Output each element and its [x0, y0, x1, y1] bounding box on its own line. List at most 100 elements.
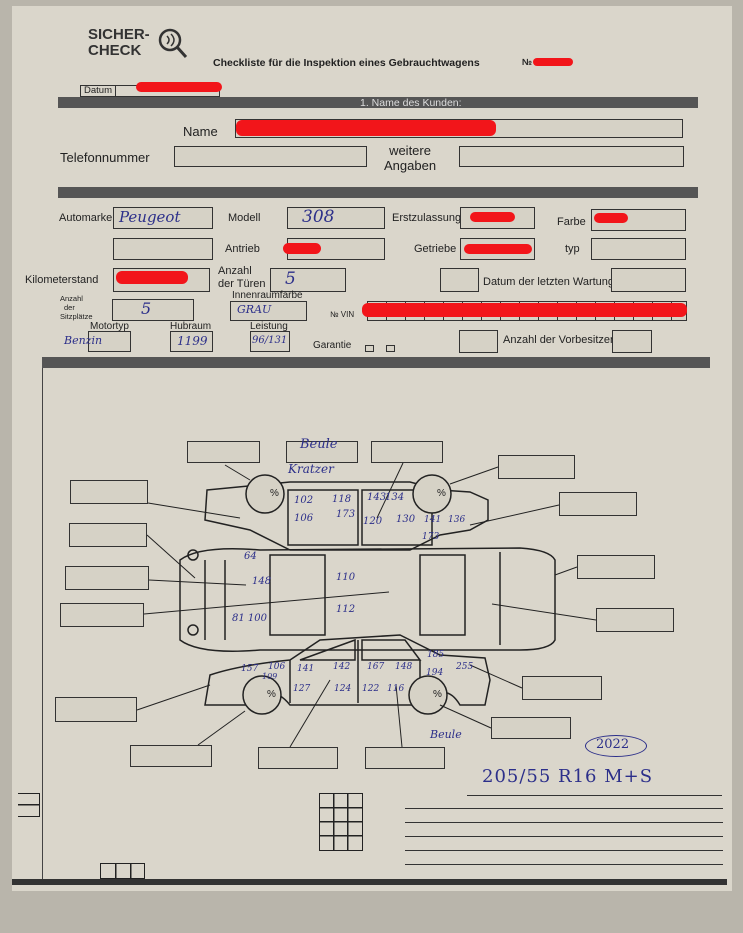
seats-field[interactable]: 5 [112, 299, 194, 321]
damage-note-box[interactable] [258, 747, 338, 769]
section-heading-customer: 1. Name des Kunden: [360, 97, 462, 109]
damage-note-box[interactable] [491, 717, 571, 739]
phone-field[interactable] [174, 146, 367, 167]
notes-line [405, 822, 723, 824]
handwritten-note: 255 [456, 662, 474, 672]
power-value: 96/131 [252, 335, 288, 346]
seats-label-line1: Anzahl [60, 294, 83, 303]
section-bar-diagram [42, 357, 710, 368]
phone-label: Telefonnummer [60, 150, 150, 165]
more-info-label: weitere Angaben [384, 143, 436, 173]
small-grid-bottom [100, 863, 145, 879]
last-service-field[interactable] [611, 268, 686, 292]
car-top-view-plan [179, 547, 556, 652]
tire-percent-rear-right: % [433, 689, 442, 700]
type-field[interactable] [591, 238, 686, 260]
make-value: Peugeot [119, 208, 181, 226]
doors-label-line2: der Türen [218, 278, 266, 290]
vin-label: № VIN [330, 310, 355, 319]
form-number-label: № [522, 57, 533, 67]
interior-color-value: GRAU [237, 303, 272, 316]
handwritten-note: 142 [333, 662, 351, 672]
handwritten-note: Kratzer [288, 462, 334, 476]
doors-label-line1: Anzahl [218, 265, 252, 277]
last-service-checkbox[interactable] [440, 268, 479, 292]
displacement-label: Hubraum [170, 321, 212, 332]
handwritten-note: 120 [363, 516, 383, 527]
more-info-field[interactable] [459, 146, 684, 167]
section-bar-vehicle [58, 187, 698, 198]
handwritten-note: 118 [332, 494, 352, 505]
logo-line-1: SICHER- [88, 26, 150, 43]
handwritten-note: 194 [426, 668, 444, 678]
car-side-view [204, 634, 491, 706]
damage-note-box[interactable] [60, 603, 144, 627]
damage-note-box[interactable] [371, 441, 443, 463]
warranty-checkbox-yes[interactable] [365, 345, 374, 352]
handwritten-note: 157 [241, 664, 259, 674]
redacted-name [236, 120, 496, 136]
notes-line [405, 864, 723, 866]
gearbox-label: Getriebe [414, 243, 457, 255]
damage-note-box[interactable] [559, 492, 637, 516]
damage-note-box[interactable] [70, 480, 148, 504]
damage-note-box[interactable] [286, 441, 358, 463]
engine-type-field[interactable]: Benzin [64, 331, 131, 352]
previous-owners-checkbox[interactable] [459, 330, 498, 353]
displacement-field[interactable]: 1199 [170, 331, 213, 352]
redacted-vin [362, 303, 687, 317]
notes-line [467, 795, 722, 797]
checkbox-grid[interactable] [319, 793, 363, 851]
leader-lines [136, 462, 597, 748]
damage-note-box[interactable] [498, 455, 575, 479]
tire-size: 205/55 R16 M+S [482, 766, 654, 787]
damage-note-box[interactable] [365, 747, 445, 769]
model-value: 308 [302, 207, 335, 227]
handwritten-note: 106 [294, 513, 314, 524]
doors-field[interactable]: 5 [270, 268, 346, 292]
color-label: Farbe [557, 216, 586, 228]
damage-note-box[interactable] [596, 608, 674, 632]
damage-note-box[interactable] [130, 745, 212, 767]
damage-note-box[interactable] [522, 676, 602, 700]
last-service-label: Datum der letzten Wartung [483, 276, 615, 288]
first-registration-label: Erstzulassung [392, 212, 462, 224]
handwritten-note: 148 [252, 576, 272, 587]
previous-owners-field[interactable] [612, 330, 652, 353]
logo-line-2: CHECK [88, 42, 142, 59]
interior-color-field[interactable]: GRAU [230, 301, 307, 321]
damage-note-box[interactable] [55, 697, 137, 722]
redacted-mileage [116, 271, 188, 284]
damage-note-box[interactable] [577, 555, 655, 579]
type-label: typ [565, 243, 580, 255]
redacted-gearbox [464, 244, 532, 254]
damage-note-box[interactable] [69, 523, 147, 547]
handwritten-note: 64 [244, 551, 257, 562]
handwritten-note: 141 [424, 515, 442, 525]
make-label: Automarke [59, 212, 113, 224]
blank-field[interactable] [113, 238, 213, 260]
damage-note-box[interactable] [187, 441, 260, 463]
seats-label-line3: Sitzplätze [60, 312, 93, 321]
handwritten-note: Beule [300, 437, 338, 452]
seats-label-line2: der [64, 303, 75, 312]
notes-line [405, 850, 723, 852]
model-field[interactable]: 308 [287, 207, 385, 229]
make-field[interactable]: Peugeot [113, 207, 213, 229]
power-field[interactable]: 96/131 [250, 331, 290, 352]
handwritten-note: 106 [268, 662, 286, 672]
redacted-drive [283, 243, 321, 254]
handwritten-note: 110 [336, 572, 356, 583]
damage-note-box[interactable] [65, 566, 149, 590]
tire-percent-front-right: % [437, 488, 446, 499]
sicher-check-logo: SICHER- CHECK [88, 27, 150, 59]
handwritten-note: 122 [362, 684, 380, 694]
car-top-view-front [204, 481, 489, 551]
handwritten-note: 109 [262, 672, 278, 681]
tire-year-circle [585, 735, 647, 757]
interior-color-label: Innenraumfarbe [232, 290, 303, 301]
warranty-checkbox-no[interactable] [386, 345, 395, 352]
handwritten-note: Beule [430, 728, 462, 741]
handwritten-note: 143 [367, 492, 387, 503]
handwritten-note: 127 [293, 684, 311, 694]
